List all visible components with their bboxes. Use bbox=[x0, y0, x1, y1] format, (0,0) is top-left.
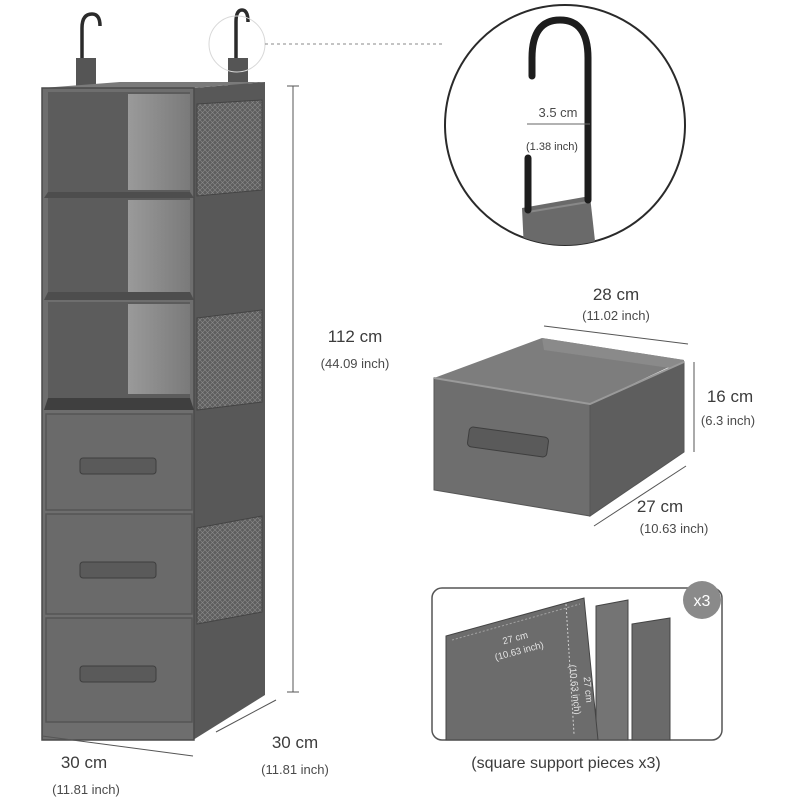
drawer-height-inch-label: (6.3 inch) bbox=[701, 413, 755, 428]
width-dimension: 30 cm (11.81 inch) bbox=[41, 735, 194, 797]
side-pocket-top bbox=[196, 99, 263, 197]
hook-right-icon bbox=[228, 8, 250, 88]
board-edge2-cm-label: 27 cm bbox=[581, 676, 595, 703]
width-inch-label: (11.81 inch) bbox=[52, 782, 120, 797]
width-cm-label: 30 cm bbox=[61, 753, 107, 772]
drawer-depth-inch-label: (10.63 inch) bbox=[640, 521, 709, 536]
support-board-2 bbox=[595, 599, 629, 741]
depth-inch-label: (11.81 inch) bbox=[261, 762, 329, 777]
hook-left-icon bbox=[76, 12, 102, 88]
side-pocket-middle bbox=[196, 309, 263, 411]
drawer-handle-icon bbox=[79, 665, 157, 683]
drawer-height-cm-label: 16 cm bbox=[707, 387, 753, 406]
drawer-height-dimension: 16 cm (6.3 inch) bbox=[693, 362, 755, 452]
drawer-depth-cm-label: 27 cm bbox=[637, 497, 683, 516]
drawer-handle-icon bbox=[79, 561, 157, 579]
height-cm-label: 112 cm bbox=[328, 327, 383, 346]
hanging-organizer bbox=[41, 8, 266, 741]
drawer-1 bbox=[45, 413, 193, 511]
drawer-width-dimension: 28 cm (11.02 inch) bbox=[543, 285, 689, 345]
fabric-drawer-box bbox=[433, 338, 685, 517]
support-board-1 bbox=[445, 597, 599, 741]
hook-detail: 3.5 cm (1.38 inch) bbox=[444, 4, 686, 246]
height-inch-label: (44.09 inch) bbox=[321, 356, 390, 371]
hook-width-inch-label: (1.38 inch) bbox=[526, 141, 578, 153]
depth-dimension: 30 cm (11.81 inch) bbox=[215, 699, 329, 777]
quantity-badge bbox=[683, 581, 721, 619]
shelf-3 bbox=[44, 302, 194, 410]
quantity-label: x3 bbox=[694, 593, 711, 610]
support-boards-panel: x3 27 cm (10.63 inch) 27 cm (10.63 inch) bbox=[431, 581, 723, 741]
shelf-1 bbox=[44, 92, 194, 198]
support-board-3 bbox=[631, 617, 671, 741]
drawer-box-handle-icon bbox=[467, 426, 549, 458]
board-edge2-inch-label: (10.63 inch) bbox=[566, 664, 582, 715]
drawer-3 bbox=[45, 617, 193, 723]
s-hook-icon bbox=[524, 16, 592, 214]
side-pocket-bottom bbox=[196, 515, 263, 625]
depth-cm-label: 30 cm bbox=[272, 733, 318, 752]
drawer-handle-icon bbox=[79, 457, 157, 475]
shelf-2 bbox=[44, 198, 194, 300]
drawer-width-inch-label: (11.02 inch) bbox=[582, 308, 650, 323]
drawer-depth-dimension: 27 cm (10.63 inch) bbox=[593, 465, 709, 536]
hook-width-cm-label: 3.5 cm bbox=[538, 105, 577, 120]
support-boards-caption: (square support pieces x3) bbox=[471, 755, 660, 772]
drawer-2 bbox=[45, 513, 193, 615]
height-dimension: 112 cm (44.09 inch) bbox=[287, 85, 390, 693]
drawer-width-cm-label: 28 cm bbox=[593, 285, 639, 304]
